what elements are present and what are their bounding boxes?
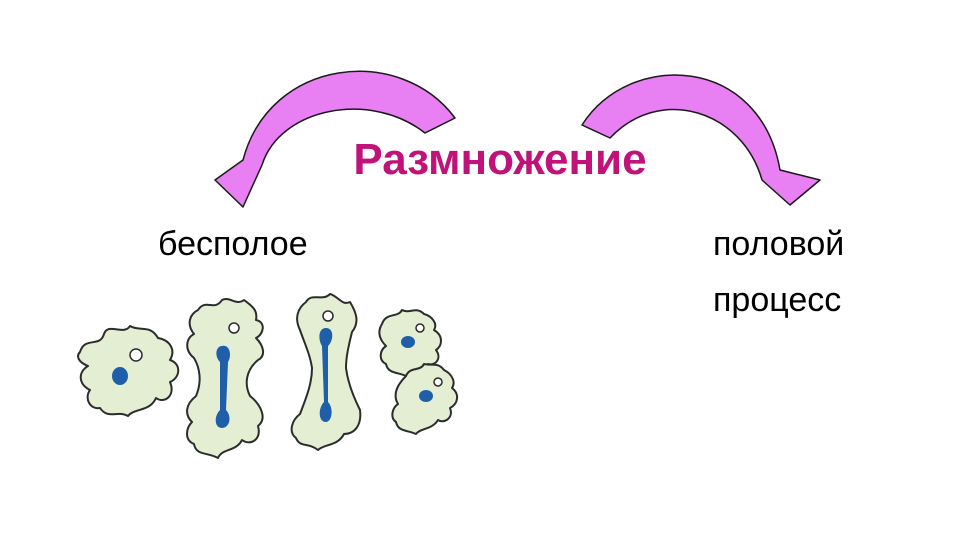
amoeba-daughter-bottom-nucleus <box>419 390 433 402</box>
amoeba-left-icon <box>77 325 180 417</box>
curved-arrow-left-icon <box>214 70 456 208</box>
amoeba-left-nucleus <box>112 367 128 385</box>
branch-label-sexual: половой процесс <box>713 216 844 328</box>
amoeba-left-body <box>77 325 180 417</box>
amoeba-daughter-bottom-vacuole <box>433 377 443 387</box>
curved-arrow-left-shape <box>214 70 456 208</box>
diagram-title: Размножение <box>353 135 647 184</box>
branch-label-sexual-line1: половой <box>713 225 845 263</box>
curved-arrow-right-shape <box>581 74 821 206</box>
branch-label-sexual-line2: процесс <box>713 281 842 319</box>
amoeba-daughter-top-vacuole <box>415 323 425 333</box>
curved-arrow-right-icon <box>581 74 821 206</box>
amoeba-daughter-top-icon <box>378 309 442 377</box>
branch-label-asexual: бесполое <box>158 225 308 263</box>
amoeba-daughter-top-nucleus <box>401 336 415 348</box>
amoeba-dividing-1-icon <box>186 298 264 459</box>
amoeba-dividing-1-nucleus <box>215 345 230 428</box>
amoeba-dividing-2-nucleus <box>319 328 333 422</box>
amoeba-dividing-1-vacuole <box>228 322 240 334</box>
amoeba-dividing-2-vacuole <box>322 310 334 322</box>
amoeba-left-vacuole <box>129 348 143 362</box>
amoeba-dividing-2-icon <box>290 293 362 451</box>
amoeba-daughter-bottom-icon <box>391 363 458 435</box>
